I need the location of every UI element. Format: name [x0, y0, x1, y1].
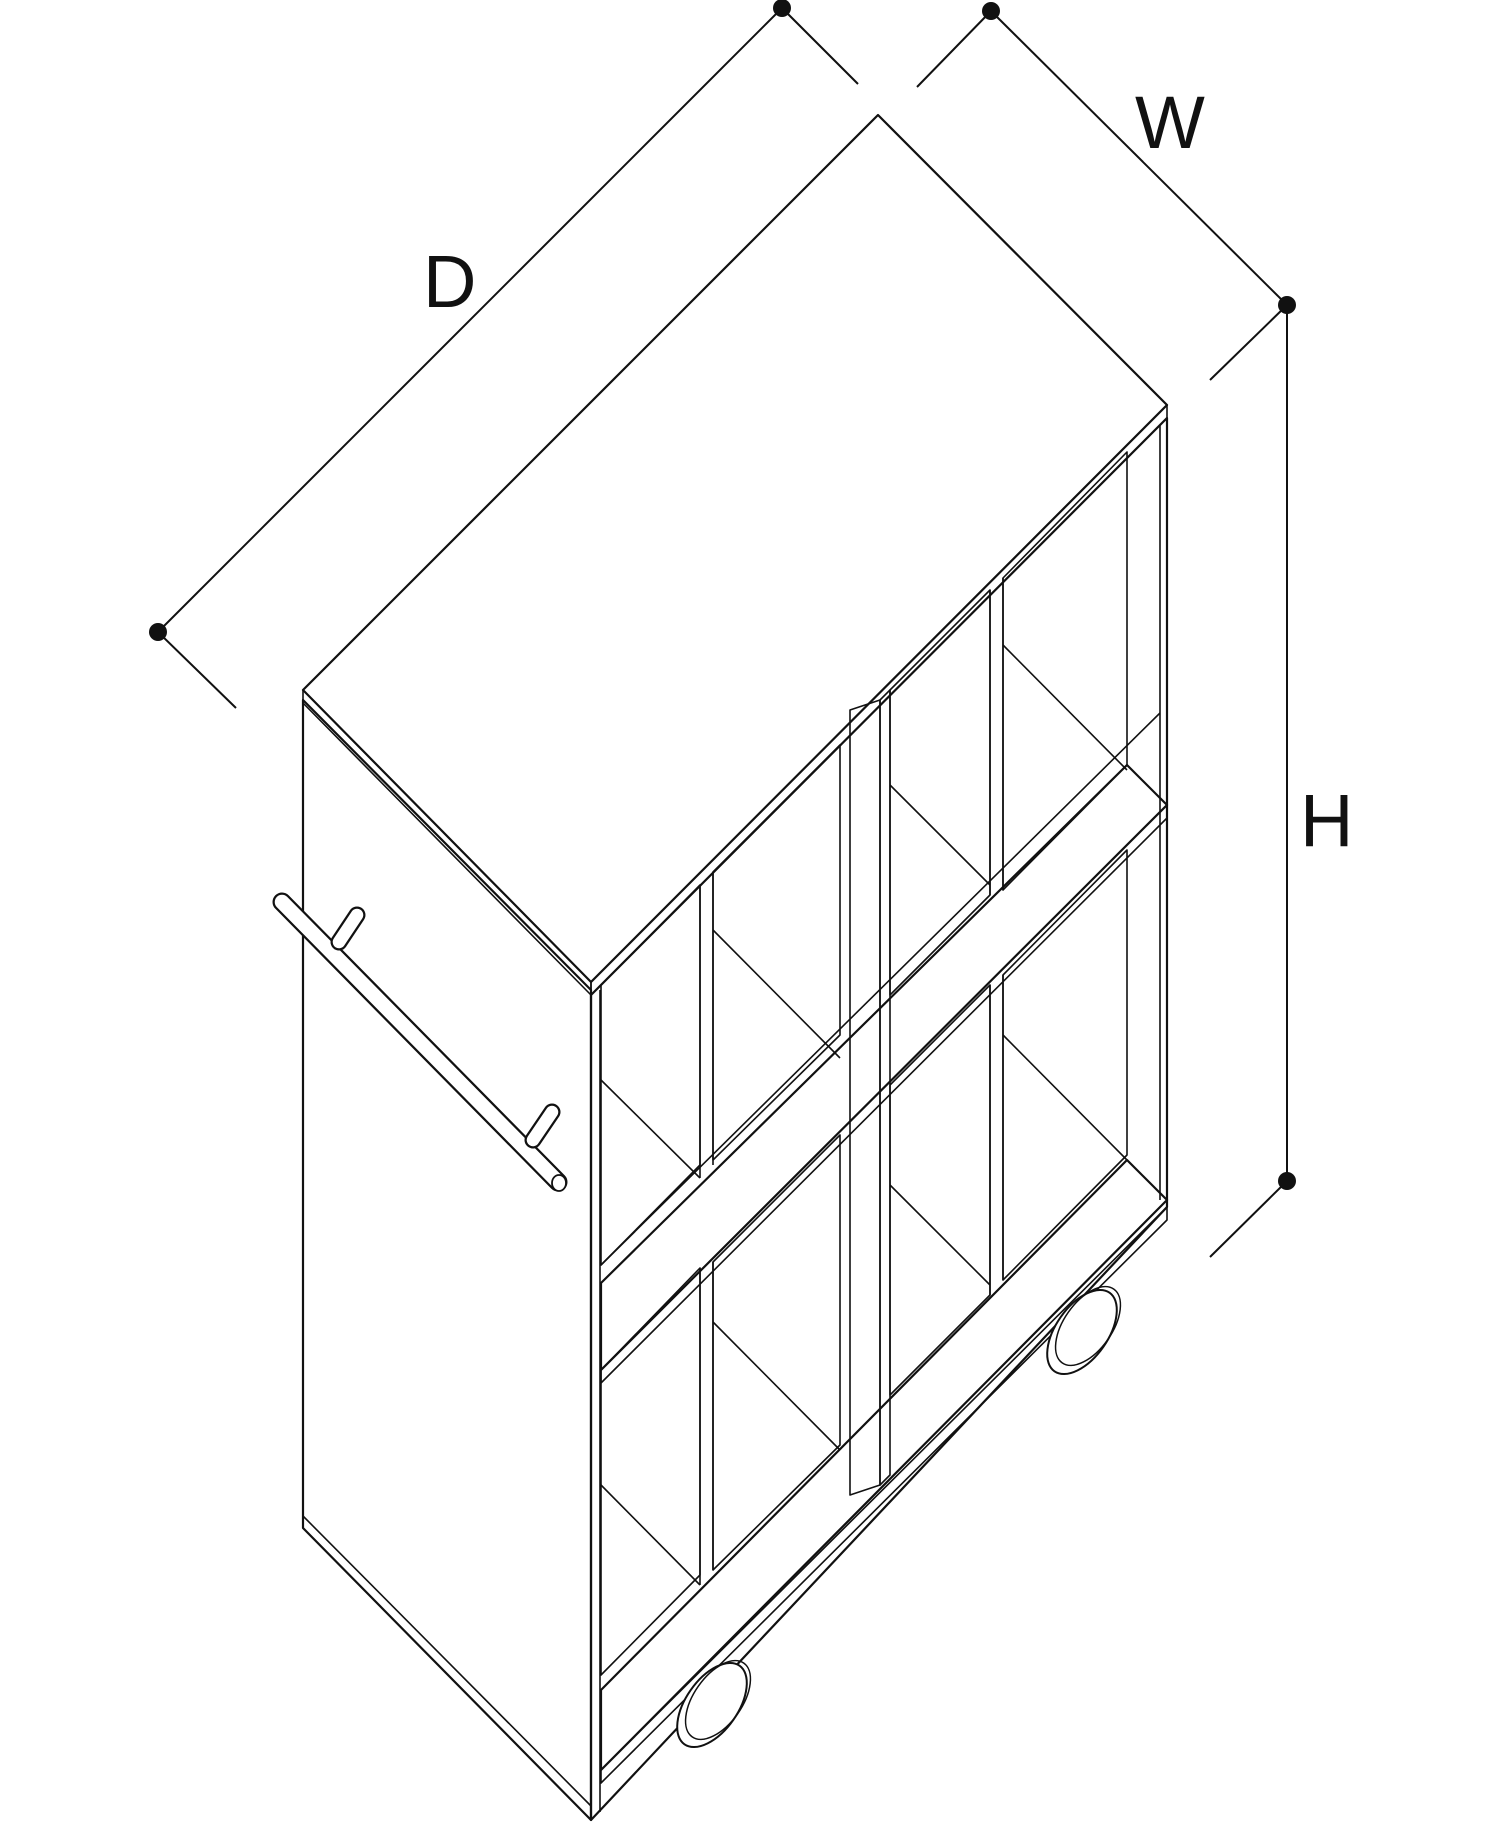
dimension-h: H	[1209, 305, 1353, 1258]
cubby-panel-lower-right	[889, 984, 991, 1396]
wheel-back	[1046, 1288, 1118, 1376]
dimension-d-label: D	[423, 240, 476, 323]
left-side-panel	[301, 698, 593, 1822]
wheel-front	[676, 1661, 748, 1749]
sub-dividers	[699, 578, 1004, 1585]
dimension-h-label: H	[1300, 779, 1353, 862]
dimension-w: W	[916, 2, 1296, 381]
cubby-panel-lower-left	[600, 1267, 701, 1676]
towel-bar	[272, 892, 568, 1192]
cubby-floor-lines	[600, 644, 1128, 1586]
cubby-panel-upper-right	[889, 589, 991, 996]
cubby-back-panels	[600, 451, 1128, 1676]
dim-h-end-dot	[1278, 1172, 1296, 1190]
front-frame	[589, 416, 1169, 1822]
front-outline	[589, 416, 1169, 1822]
top-side-edge	[302, 689, 592, 996]
dimension-d: D	[149, 0, 859, 709]
dim-d-end-dot	[773, 0, 791, 17]
side-panel-face	[301, 698, 593, 1822]
dim-w-start-dot	[982, 2, 1000, 20]
cubby-panel-upper-left	[600, 884, 701, 1266]
center-divider	[849, 689, 891, 1496]
bottom-base	[599, 1158, 1169, 1784]
dim-d-start-dot	[149, 623, 167, 641]
wheels	[676, 1285, 1122, 1749]
dimension-w-label: W	[1135, 81, 1205, 164]
